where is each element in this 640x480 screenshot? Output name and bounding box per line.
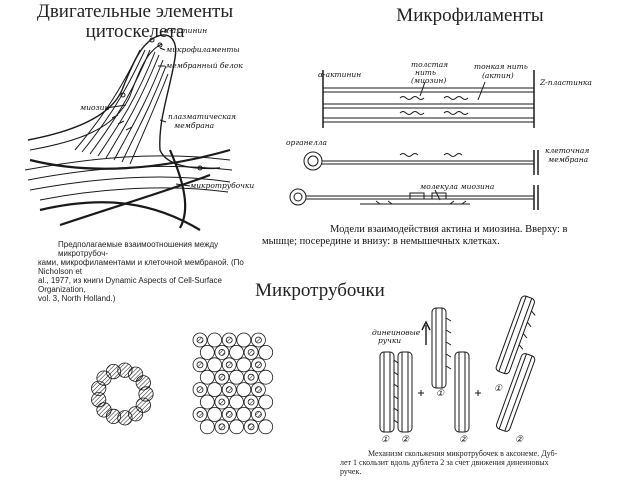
tubulin-subunit: [196, 386, 204, 394]
label-doublet-2-b: ②: [459, 435, 468, 445]
tubulin-subunit: [225, 361, 233, 369]
cell-caption-line: ками, микрофиламентами и клеточной мембр…: [38, 258, 244, 276]
tubulin-subunit: [207, 406, 223, 422]
label-cell-membrane-line1: клеточная: [545, 146, 590, 155]
actomyosin-caption-line1: Модели взаимодействия актина и миозина. …: [330, 224, 568, 235]
microtubule-ring: [91, 362, 154, 426]
label-doublet-1-a: ①: [381, 435, 390, 445]
tubulin-subunit: [254, 336, 262, 344]
tubulin-subunit: [236, 382, 252, 398]
tubulin-subunit: [218, 423, 226, 431]
tubulin-subunit: [199, 344, 215, 360]
label-doublet-2-c: ②: [515, 435, 524, 445]
cell-diagram-caption: Предполагаемые взаимоотношения между мик…: [38, 240, 260, 303]
label-thick-filament-line1: толстая: [411, 60, 449, 69]
tubulin-subunit: [258, 419, 274, 435]
tubulin-subunit: [254, 361, 262, 369]
tubulin-subunit: [199, 419, 215, 435]
tubulin-subunit: [207, 332, 223, 348]
cell-caption-line: Предполагаемые взаимоотношения между мик…: [58, 240, 219, 258]
tubulin-subunit: [229, 419, 244, 435]
tubulin-subunit: [258, 344, 274, 360]
sliding-caption-line: лет 1 скользит вдоль дублета 2 за счет д…: [340, 458, 549, 467]
label-organelle: органелла: [286, 138, 327, 147]
tubulin-subunit: [225, 410, 233, 418]
tubulin-subunit: [229, 369, 244, 385]
label-doublet-1-c: ①: [494, 384, 503, 394]
tubulin-subunit: [229, 394, 244, 410]
label-dynein-arms-line2: ручки: [378, 336, 402, 345]
label-membrane-protein-cell: мембранный белок: [166, 61, 243, 70]
tubulin-subunit: [229, 344, 244, 360]
tubulin-subunit: [196, 336, 204, 344]
tubulin-subunit: [225, 336, 233, 344]
tubulin-subunit: [218, 373, 226, 381]
label-myosin-molecule: молекула миозина: [420, 182, 495, 191]
tubulin-subunit: [254, 386, 262, 394]
actomyosin-caption-line2: мышце; посередине и внизу: в немышечных …: [262, 236, 500, 247]
sliding-caption-line: ручек.: [340, 467, 362, 476]
label-doublet-2-a: ②: [401, 435, 410, 445]
label-cell-membrane-line2: мембрана: [548, 155, 589, 164]
cell-caption-line: al., 1977, из книги Dynamic Aspects of C…: [38, 276, 222, 294]
sliding-caption-line: Механизм скольжения микротрубочек в аксо…: [368, 449, 558, 458]
tubulin-subunit: [247, 423, 255, 431]
tubulin-subunit: [207, 357, 223, 373]
label-microfilaments-cell: микрофиламенты: [166, 45, 240, 54]
tubulin-subunit: [254, 410, 262, 418]
tubulin-subunit: [225, 386, 233, 394]
label-thin-filament-line2: (актин): [482, 71, 514, 80]
title-motor-elements-line2: цитоскелета: [85, 21, 185, 42]
cell-caption-line: vol. 3, North Holland.): [38, 294, 116, 303]
label-microtubules-cell: микротрубочки: [190, 181, 255, 190]
label-z-disc: Z-пластинка: [540, 78, 592, 87]
tubulin-subunit: [258, 369, 274, 385]
tubulin-subunit: [247, 398, 255, 406]
tubulin-subunit: [236, 406, 252, 422]
tubulin-subunit: [236, 357, 252, 373]
label-plasma-membrane-cell-line2: мембрана: [174, 121, 215, 130]
tubulin-subunit: [199, 369, 215, 385]
tubulin-subunit: [218, 348, 226, 356]
tubulin-subunit: [199, 394, 215, 410]
tubulin-subunit: [196, 361, 204, 369]
label-plasma-membrane-cell-line1: плазматическая: [168, 112, 237, 121]
tubulin-subunit: [218, 398, 226, 406]
title-motor-elements: Двигательные элементы цитоскелета: [20, 2, 250, 42]
tubulin-subunit: [247, 348, 255, 356]
tubulin-subunit: [258, 394, 274, 410]
tubulin-subunit: [236, 332, 252, 348]
label-alpha-actinin-cell: α-актинин: [164, 26, 208, 35]
tubulin-subunit: [135, 375, 151, 391]
tubulin-subunit: [207, 382, 223, 398]
label-thick-filament-line3: (миозин): [411, 76, 447, 85]
label-dynein-arms-line1: динеиновые: [372, 328, 421, 337]
sliding-caption: Механизм скольжения микротрубочек в аксо…: [340, 449, 630, 476]
label-thick-filament-line2: нить: [415, 68, 436, 77]
label-thin-filament-line1: тонкая нить: [474, 62, 528, 71]
title-microtubules: Микротрубочки: [255, 280, 385, 301]
label-myosin-cell: миозин: [80, 103, 110, 112]
title-microfilaments: Микрофиламенты: [396, 5, 544, 26]
microtubule-sheet: [192, 332, 274, 435]
label-alpha-actinin-muscle: α-актинин: [318, 70, 362, 79]
tubulin-subunit: [196, 410, 204, 418]
label-doublet-1-b: ①: [436, 389, 445, 399]
title-motor-elements-line1: Двигательные элементы: [36, 1, 234, 22]
tubulin-subunit: [247, 373, 255, 381]
